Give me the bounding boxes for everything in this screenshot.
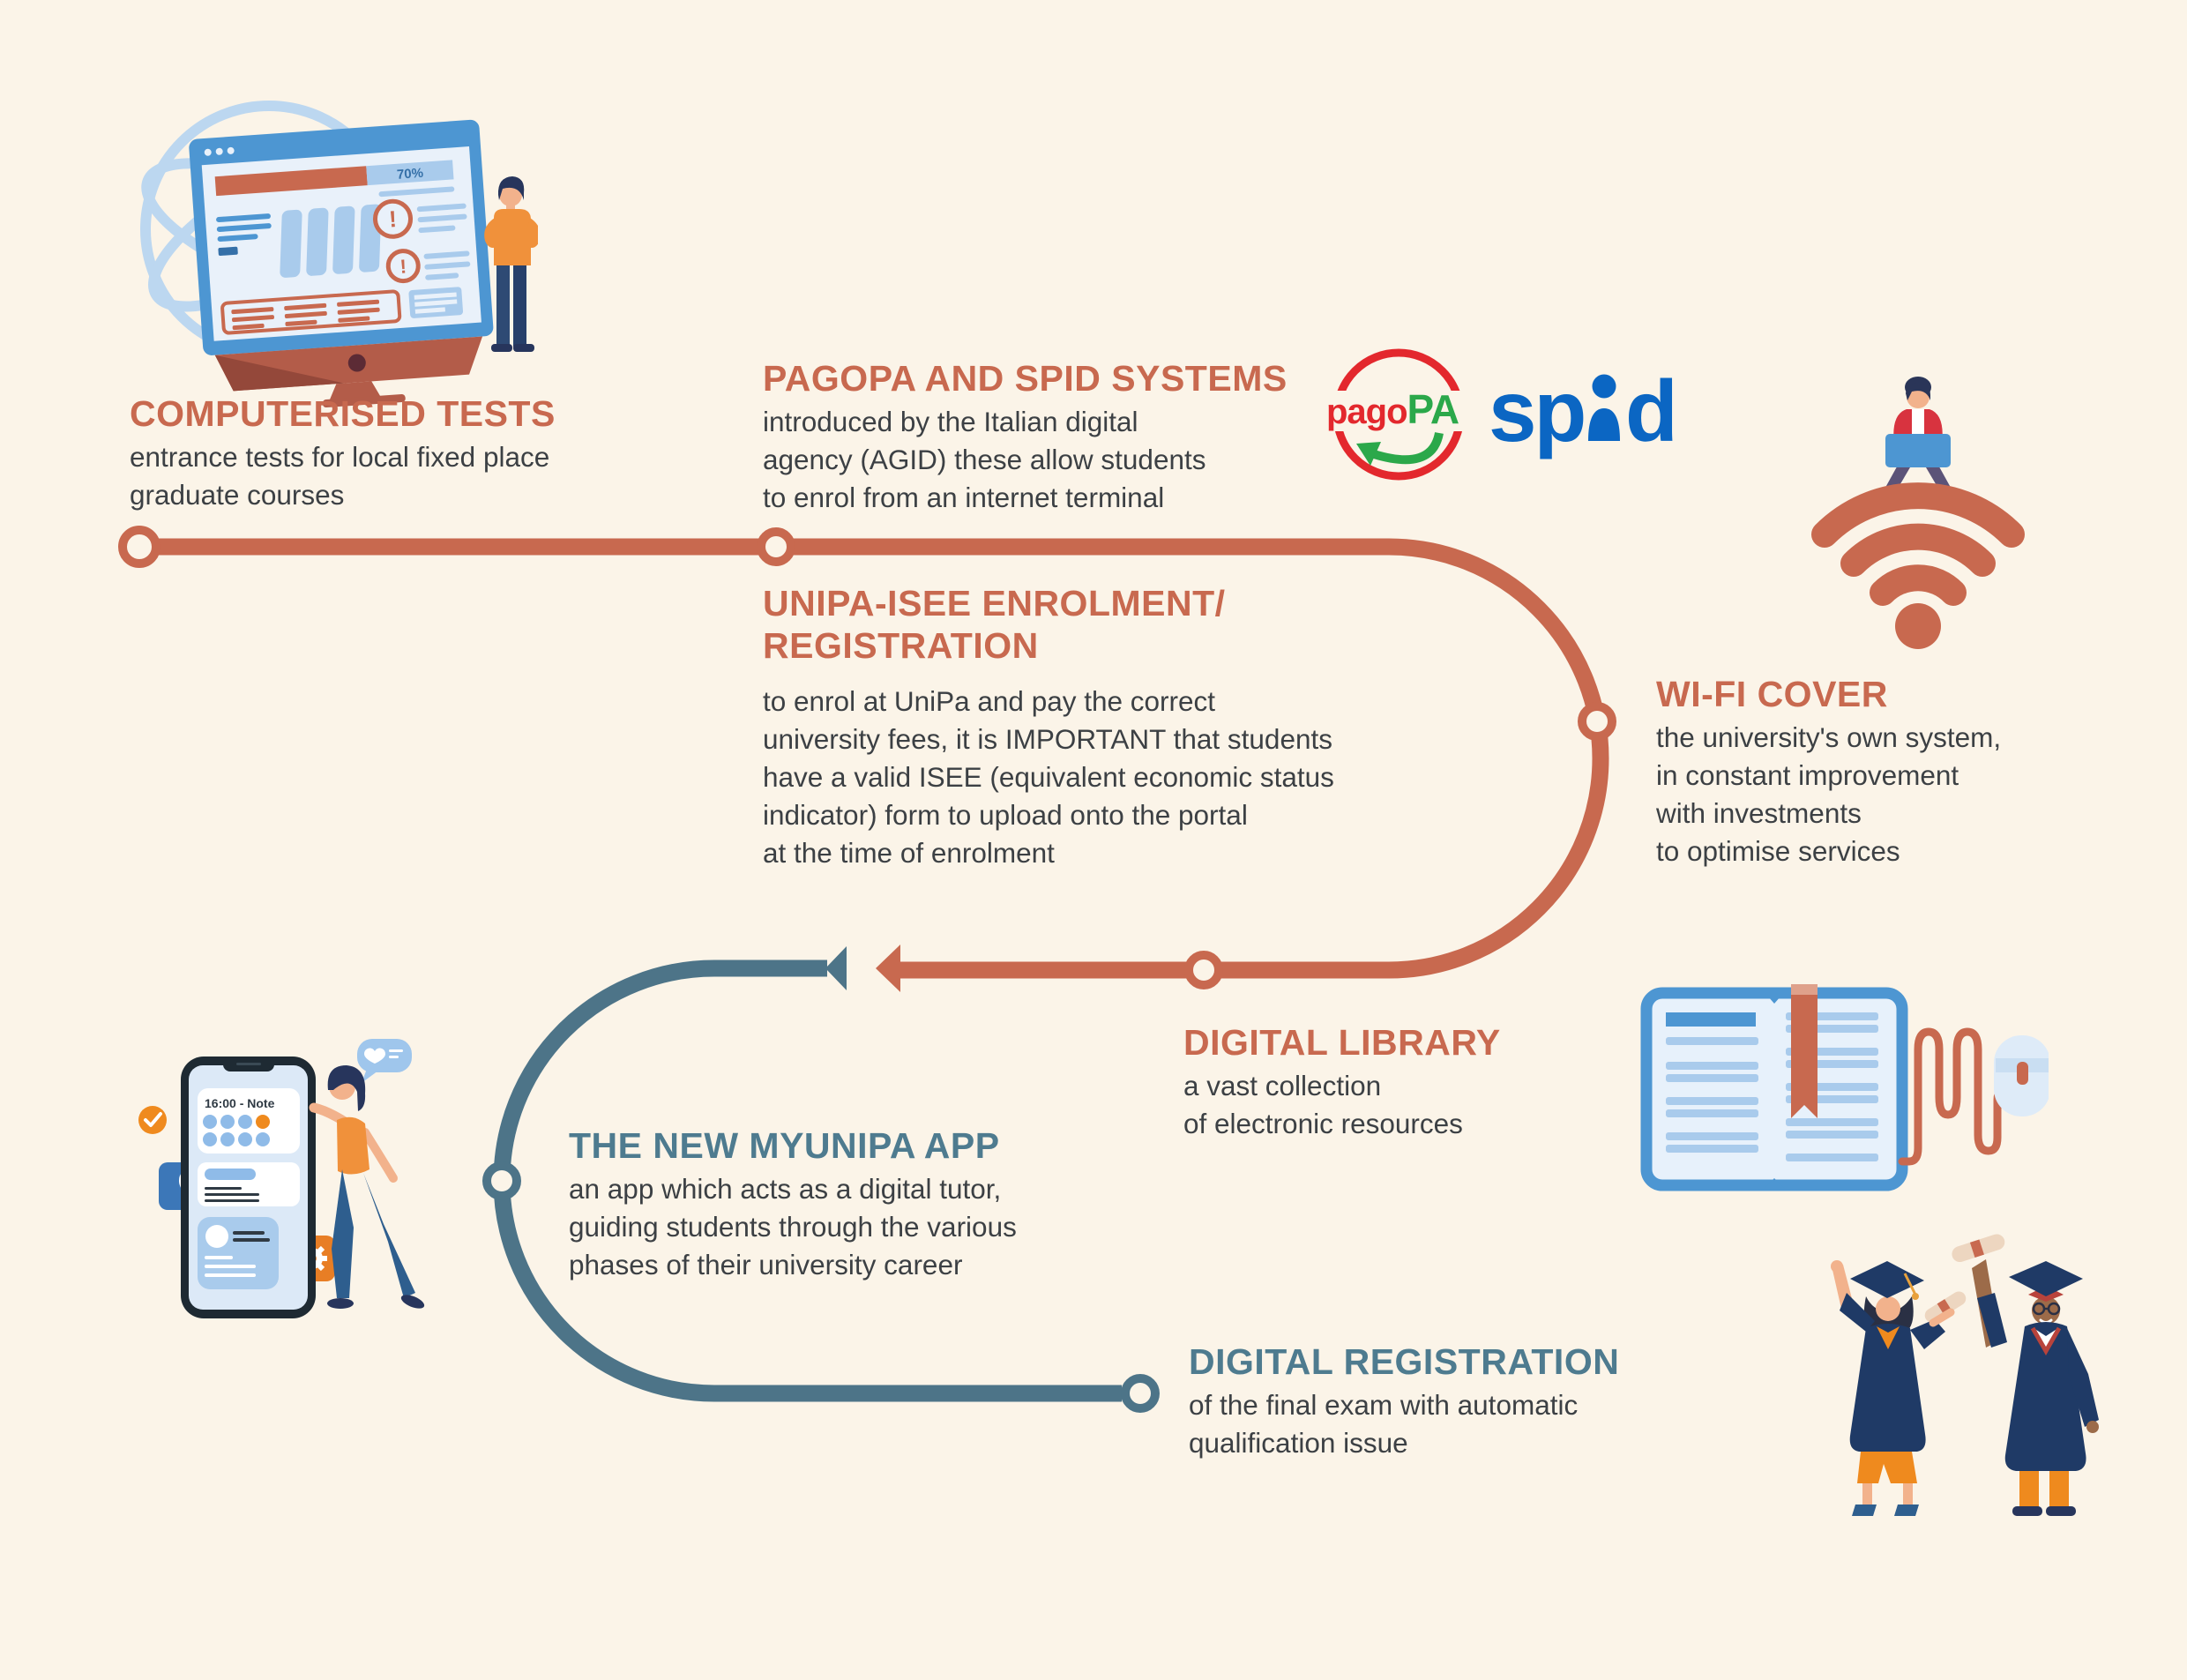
warning-icon: !: [385, 249, 421, 284]
spid-text-sp: sp: [1489, 362, 1584, 459]
section-body: an app which acts as a digital tutor, gu…: [569, 1173, 1017, 1281]
section-body: the university's own system, in constant…: [1656, 721, 2002, 867]
node-tests: [118, 526, 160, 568]
spid-text-d: d: [1625, 362, 1678, 459]
bookmark-icon: [1791, 984, 1818, 1118]
digital-library-illustration: [1640, 984, 2049, 1191]
section-title: THE NEW MYUNIPA APP: [569, 1125, 1000, 1166]
heart-icon: [364, 1048, 385, 1064]
section-myunipa-app: THE NEW MYUNIPA APP an app which acts as…: [569, 1124, 1017, 1284]
section-body: a vast collection of electronic resource…: [1183, 1070, 1463, 1139]
section-title: COMPUTERISED TESTS: [130, 393, 556, 434]
spid-person-head: [1592, 374, 1616, 399]
graduate-woman: [1831, 1260, 1967, 1516]
wifi-icon: [1811, 482, 2025, 606]
check-icon: [138, 1106, 167, 1134]
computerised-tests-illustration: 70% !: [140, 101, 538, 408]
node-pagopa: [757, 527, 795, 566]
section-unipa-isee: UNIPA-ISEE ENROLMENT/ REGISTRATION to en…: [763, 582, 1334, 872]
spid-person-body: [1588, 408, 1620, 441]
section-digital-library: DIGITAL LIBRARY a vast collection of ele…: [1183, 1021, 1501, 1143]
question-text-lines: [216, 213, 272, 257]
section-title: PAGOPA AND SPID SYSTEMS: [763, 358, 1288, 399]
section-digital-registration: DIGITAL REGISTRATION of the final exam w…: [1189, 1340, 1619, 1462]
pagopa-logo: pagoPA: [1325, 348, 1474, 481]
node-registration: [1121, 1374, 1160, 1413]
section-title: UNIPA-ISEE ENROLMENT/ REGISTRATION: [763, 583, 1226, 666]
pagopa-text-pago: pago: [1326, 392, 1407, 431]
svg-text:pagoPA: pagoPA: [1326, 386, 1459, 432]
node-library: [1184, 951, 1223, 989]
section-body: introduced by the Italian digital agency…: [763, 406, 1206, 513]
wifi-illustration: [1811, 377, 2025, 649]
timeline-orange-path: [139, 538, 1609, 979]
phone-note-label: 16:00 - Note: [205, 1096, 275, 1110]
mouse-icon: [1994, 1035, 2049, 1116]
svg-text:!: !: [388, 205, 398, 233]
teal-arrowhead-icon: [825, 946, 847, 990]
spid-logo: sp d: [1489, 362, 1678, 459]
section-title: DIGITAL LIBRARY: [1183, 1022, 1501, 1063]
myunipa-phone-illustration: 16:00 - Note: [138, 1039, 425, 1318]
section-body: of the final exam with automatic qualifi…: [1189, 1389, 1579, 1459]
mouse-cable: [1898, 1027, 2021, 1166]
wifi-dot: [1895, 603, 1941, 649]
section-wifi-cover: WI-FI COVER the university's own system,…: [1656, 673, 2001, 870]
chat-bubble-icon: [357, 1039, 412, 1083]
pagopa-text-pa: PA: [1407, 386, 1459, 432]
woman-figure: [309, 1065, 425, 1309]
test-progress-value: 70%: [396, 166, 423, 183]
warning-icon: !: [373, 198, 414, 239]
standing-man: [484, 176, 538, 352]
graduate-man: [1952, 1234, 2099, 1516]
monitor-icon: 70% !: [189, 119, 494, 408]
graduates-illustration: [1831, 1234, 2099, 1516]
section-computerised-tests: COMPUTERISED TESTS entrance tests for lo…: [130, 392, 556, 514]
book-icon: [1640, 984, 1908, 1191]
node-wifi: [1578, 702, 1616, 741]
section-body: to enrol at UniPa and pay the correct un…: [763, 685, 1334, 869]
section-body: entrance tests for local fixed place gra…: [130, 441, 550, 511]
answer-options: [280, 204, 382, 278]
orange-arrowhead-icon: [876, 945, 900, 992]
smartphone: 16:00 - Note: [181, 1057, 316, 1318]
diploma-icon: [1952, 1234, 2005, 1263]
section-title: WI-FI COVER: [1656, 674, 1888, 714]
node-app: [482, 1161, 521, 1200]
section-title: DIGITAL REGISTRATION: [1189, 1341, 1620, 1382]
section-pagopa-spid: PAGOPA AND SPID SYSTEMS introduced by th…: [763, 357, 1288, 517]
svg-text:!: !: [399, 255, 407, 277]
